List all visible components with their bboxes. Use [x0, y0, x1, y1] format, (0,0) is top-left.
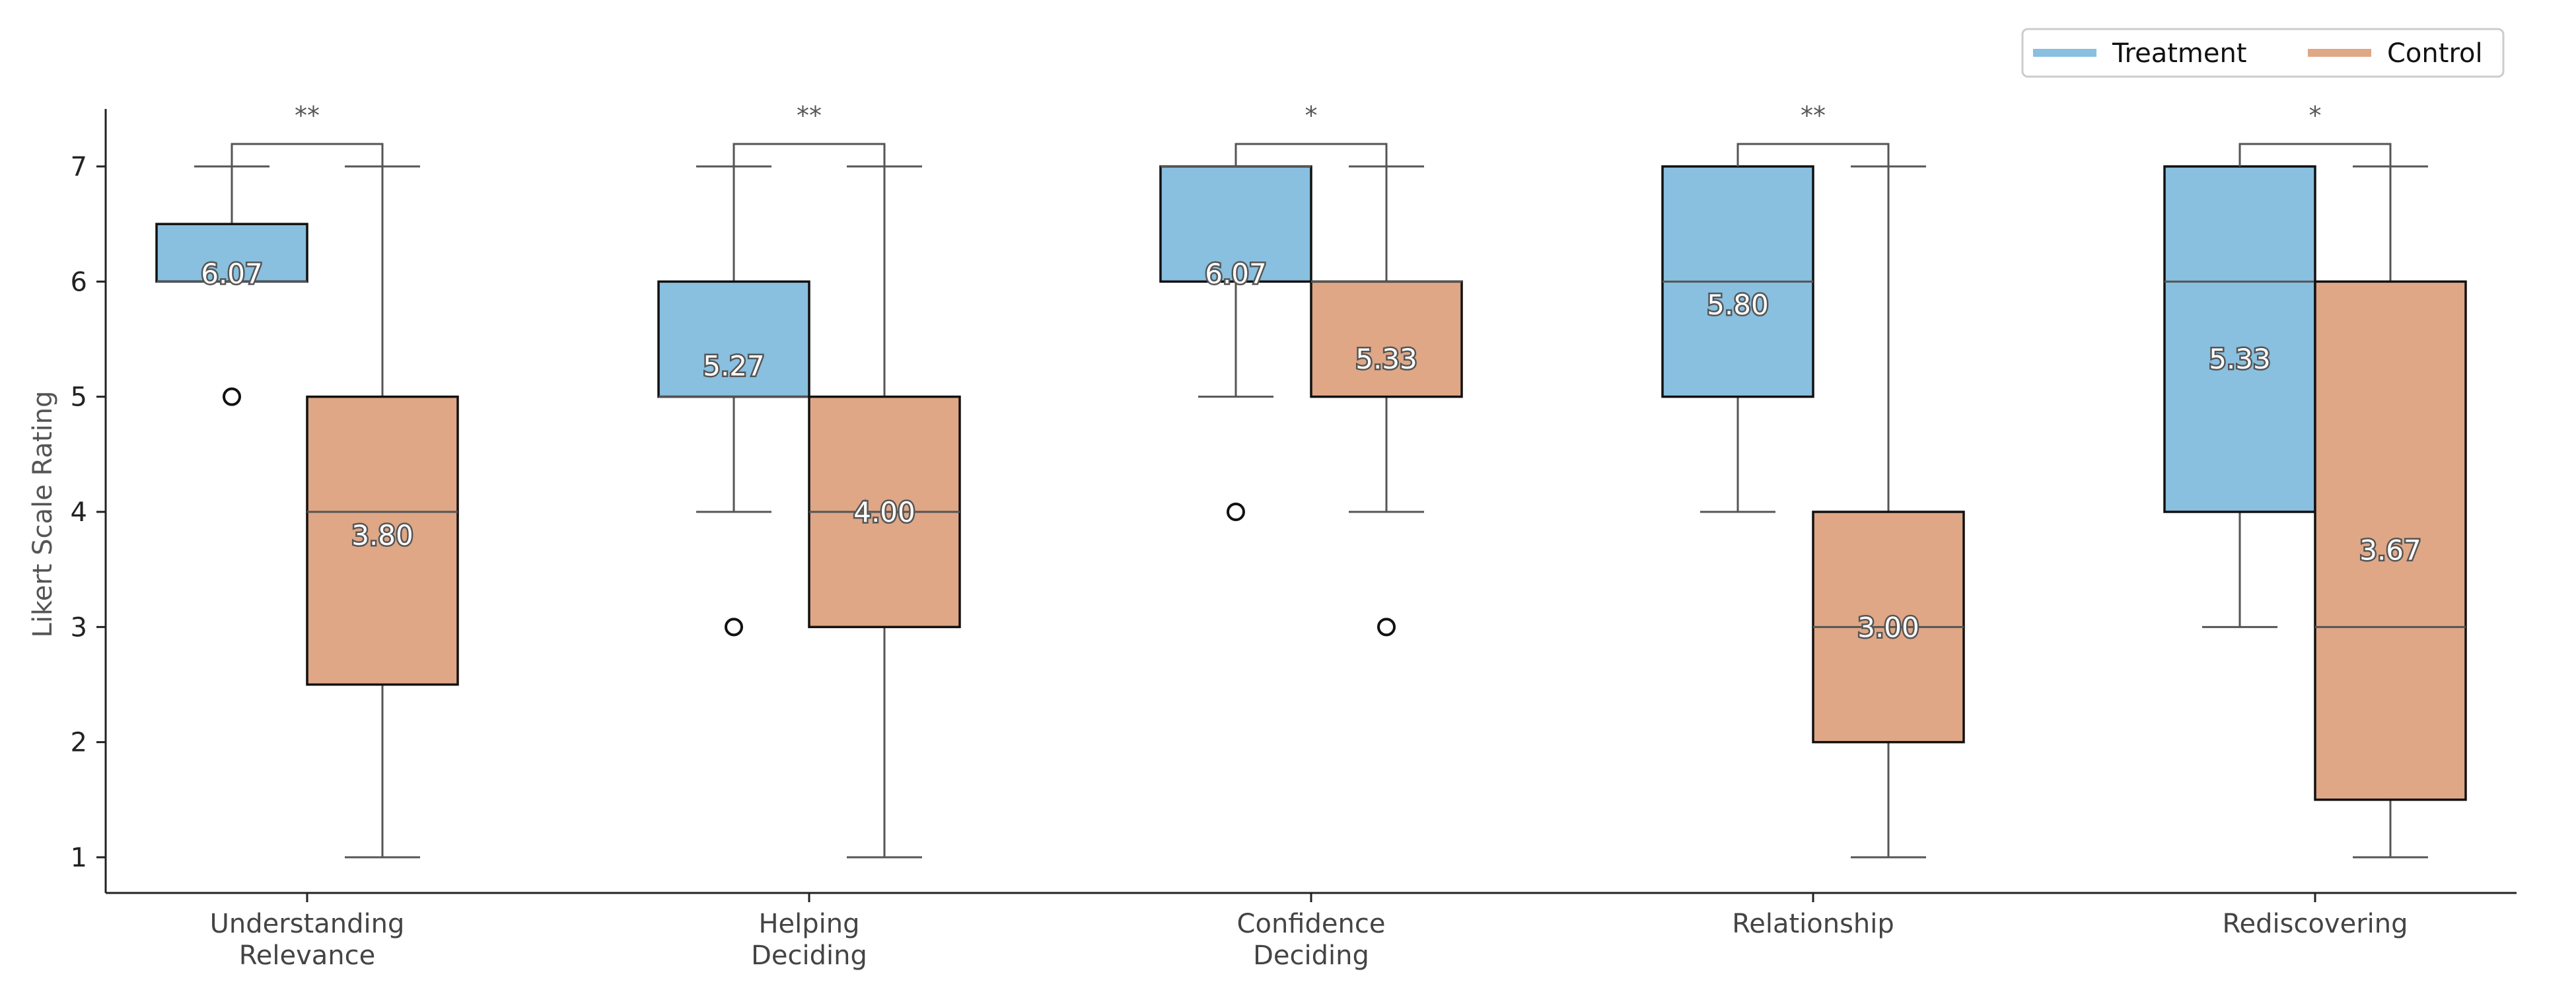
x-tick-label-line: Confidence [1237, 909, 1386, 939]
outlier-point [1227, 503, 1245, 521]
x-tick-label-line: Understanding [210, 909, 405, 939]
legend-label: Control [2387, 38, 2483, 69]
significance-label: ** [1801, 101, 1826, 130]
legend-label: Treatment [2112, 38, 2247, 69]
significance-bracket [733, 143, 886, 166]
y-axis-label: Likert Scale Rating [28, 391, 58, 638]
significance-label: * [1305, 101, 1318, 130]
x-tick-label-line: Deciding [751, 941, 867, 971]
mean-label: 5.33 [2209, 343, 2271, 375]
x-tick-label-line: Helping [758, 909, 859, 939]
x-tick-label-line: Deciding [1253, 941, 1369, 971]
significance-bracket [1234, 143, 1388, 166]
box-treatment [1159, 165, 1312, 283]
box-control [306, 395, 459, 686]
x-tick-label: Relationship [1732, 909, 1894, 939]
legend-box [2021, 28, 2505, 78]
significance-bracket [231, 143, 384, 166]
mean-label: 4.00 [853, 496, 915, 528]
y-tick-label: 3 [71, 612, 87, 643]
box-control [2314, 280, 2467, 801]
outlier-point [725, 618, 743, 637]
x-tick-label-line: Relevance [239, 941, 375, 971]
mean-label: 5.80 [1707, 289, 1769, 321]
legend: Treatment Control [2021, 28, 2505, 78]
significance-label: ** [797, 101, 822, 130]
mean-label: 5.27 [703, 350, 765, 382]
y-tick-label: 2 [71, 728, 87, 758]
box-treatment [657, 280, 810, 398]
mean-label: 3.00 [1857, 611, 1919, 643]
outlier-point [223, 387, 241, 406]
y-tick-label: 6 [71, 267, 87, 297]
mean-label: 5.33 [1355, 343, 1417, 375]
mean-label: 3.80 [351, 519, 413, 551]
outlier-point [1377, 618, 1396, 637]
x-tick-label: Rediscovering [2223, 909, 2408, 939]
y-tick-label: 5 [71, 382, 87, 413]
box-control [1310, 280, 1463, 398]
significance-label: * [2309, 101, 2322, 130]
box-treatment [155, 223, 308, 283]
x-tick-label-line: Relationship [1732, 909, 1894, 939]
boxes [155, 165, 2467, 859]
y-tick-label: 7 [71, 152, 87, 182]
mean-label: 6.07 [1205, 258, 1267, 290]
significance-bracket [1736, 143, 1890, 166]
y-tick-label: 1 [71, 843, 87, 873]
significance-label: ** [295, 101, 320, 130]
x-tick-label-line: Rediscovering [2223, 909, 2408, 939]
mean-label: 6.07 [201, 258, 263, 290]
mean-label: 3.67 [2359, 534, 2421, 567]
labels: 6.07 5.27 6.07 5.80 5.33 3.80 4.00 5.33 3.00 3.67… [199, 101, 2423, 645]
significance-bracket [2238, 143, 2392, 166]
box-treatment [2163, 165, 2316, 513]
y-tick-label: 4 [71, 497, 87, 528]
